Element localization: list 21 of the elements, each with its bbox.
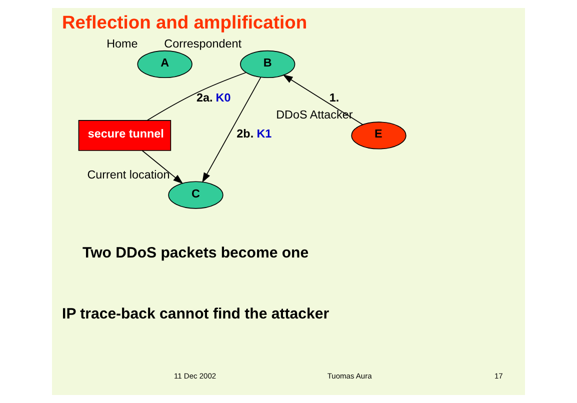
edge-label: 2b. K1: [236, 128, 272, 141]
node-label: Current location: [87, 168, 170, 182]
label: Two DDoS packets become one: [82, 244, 309, 262]
label: Tuomas Aura: [327, 371, 372, 380]
arrow: [142, 150, 184, 184]
node-ellipse: B: [240, 50, 296, 78]
label: IP trace-back cannot find the attacker: [62, 305, 330, 322]
diagram-title: Reflection and amplification: [62, 12, 308, 33]
edge-label: 1.: [329, 91, 340, 104]
edge-label: 2a. K0: [196, 91, 231, 104]
label: 11 Dec 2002: [174, 371, 216, 380]
node-ellipse: E: [351, 122, 406, 150]
node-box: secure tunnel: [78, 120, 172, 151]
label: 17: [494, 371, 503, 380]
node-ellipse: A: [137, 50, 192, 78]
node-ellipse: C: [168, 181, 224, 209]
arrow: [202, 77, 262, 183]
arrow: [282, 74, 363, 125]
node-label: Home: [106, 37, 138, 50]
connector: [146, 72, 246, 121]
node-label: Correspondent: [164, 37, 242, 50]
